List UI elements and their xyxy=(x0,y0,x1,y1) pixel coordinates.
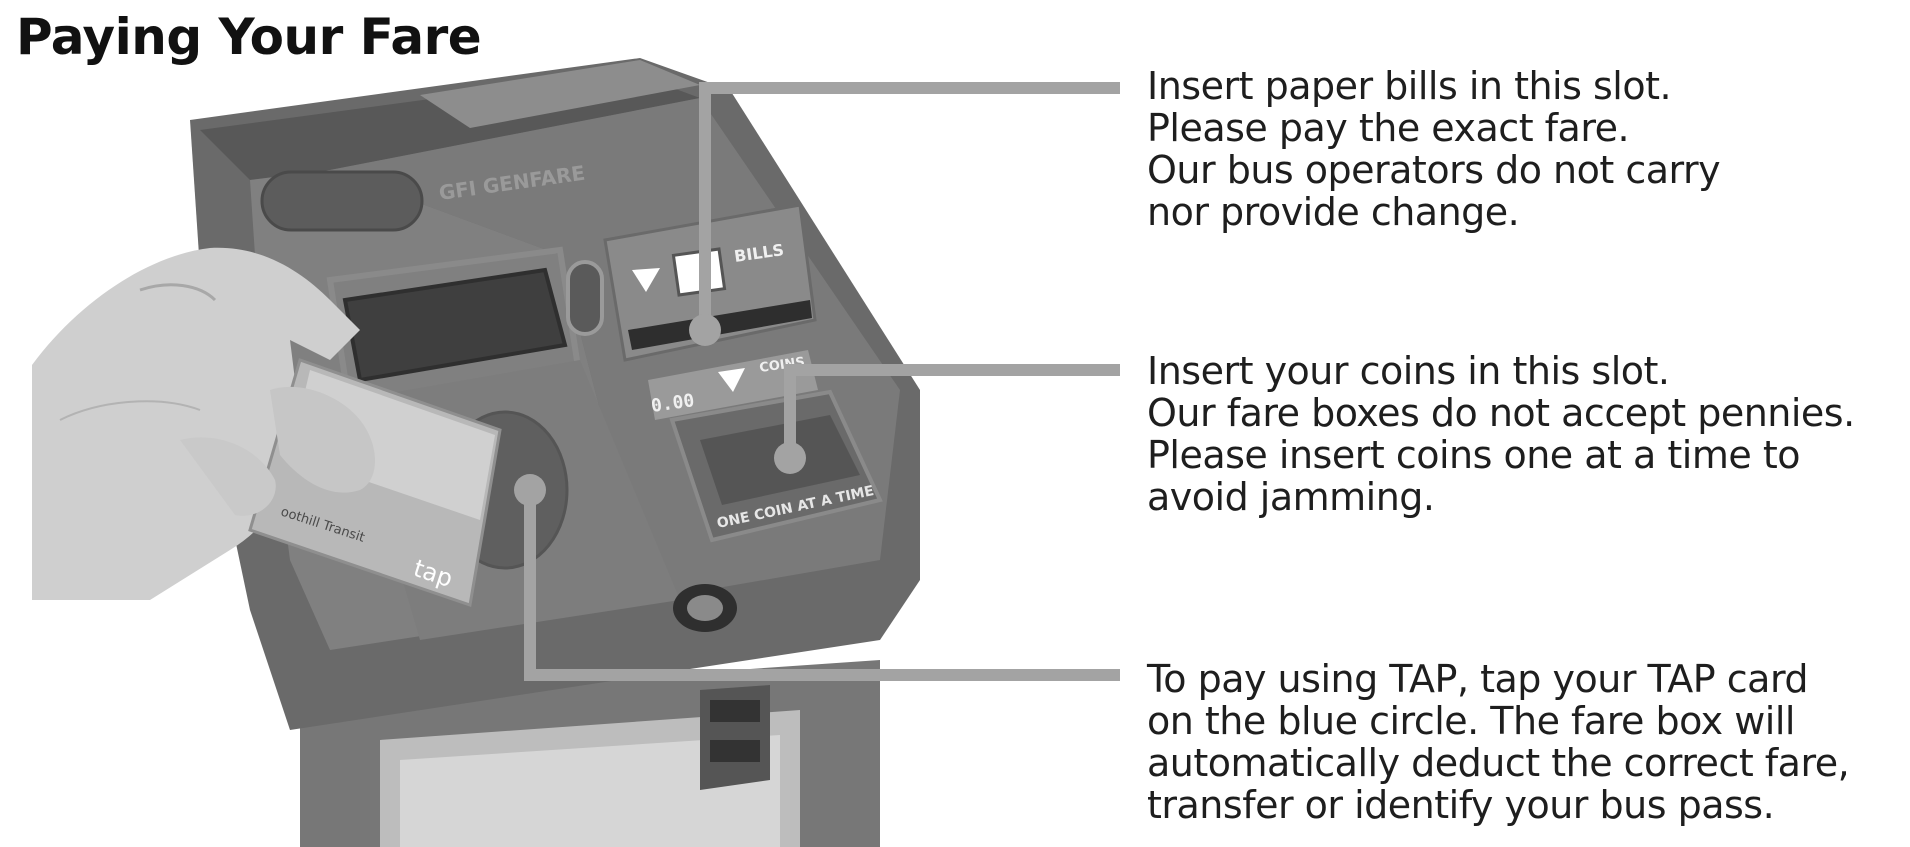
tap-instruction-line: transfer or identify your bus pass. xyxy=(1147,783,1775,827)
farebox-base xyxy=(300,660,880,847)
tap-leader-line xyxy=(524,490,1120,681)
key-lock xyxy=(673,584,737,632)
bills-instruction-line: nor provide change. xyxy=(1147,190,1520,234)
hand-with-card: oothill Transit tap xyxy=(32,247,502,607)
bills-instructions: Insert paper bills in this slot. Please … xyxy=(1147,64,1721,234)
coins-instruction-line: Please insert coins one at a time to xyxy=(1147,433,1800,477)
coins-leader-line xyxy=(784,364,1120,458)
bills-leader-line xyxy=(699,82,1120,330)
callout-leaders xyxy=(514,82,1120,681)
tap-instruction-line: To pay using TAP, tap your TAP card xyxy=(1147,657,1809,701)
coins-instruction-line: Our fare boxes do not accept pennies. xyxy=(1147,391,1855,435)
coins-instructions: Insert your coins in this slot. Our fare… xyxy=(1147,350,1855,518)
coins-leader-dot xyxy=(774,442,806,474)
tap-instruction-line: automatically deduct the correct fare, xyxy=(1147,741,1850,785)
tap-instruction-line: on the blue circle. The fare box will xyxy=(1147,699,1795,743)
farebox-display xyxy=(326,246,604,414)
tap-instructions: To pay using TAP, tap your TAP card on t… xyxy=(1147,657,1850,827)
bills-leader-dot xyxy=(689,314,721,346)
coins-instruction-line: avoid jamming. xyxy=(1147,475,1435,519)
tap-leader-dot xyxy=(514,474,546,506)
coins-instruction-line: Insert your coins in this slot. xyxy=(1147,349,1670,393)
page-title: Paying Your Fare xyxy=(16,8,482,66)
bills-instruction-line: Our bus operators do not carry xyxy=(1147,148,1721,192)
bills-instruction-line: Insert paper bills in this slot. xyxy=(1147,64,1672,108)
bills-instruction-line: Please pay the exact fare. xyxy=(1147,106,1630,150)
